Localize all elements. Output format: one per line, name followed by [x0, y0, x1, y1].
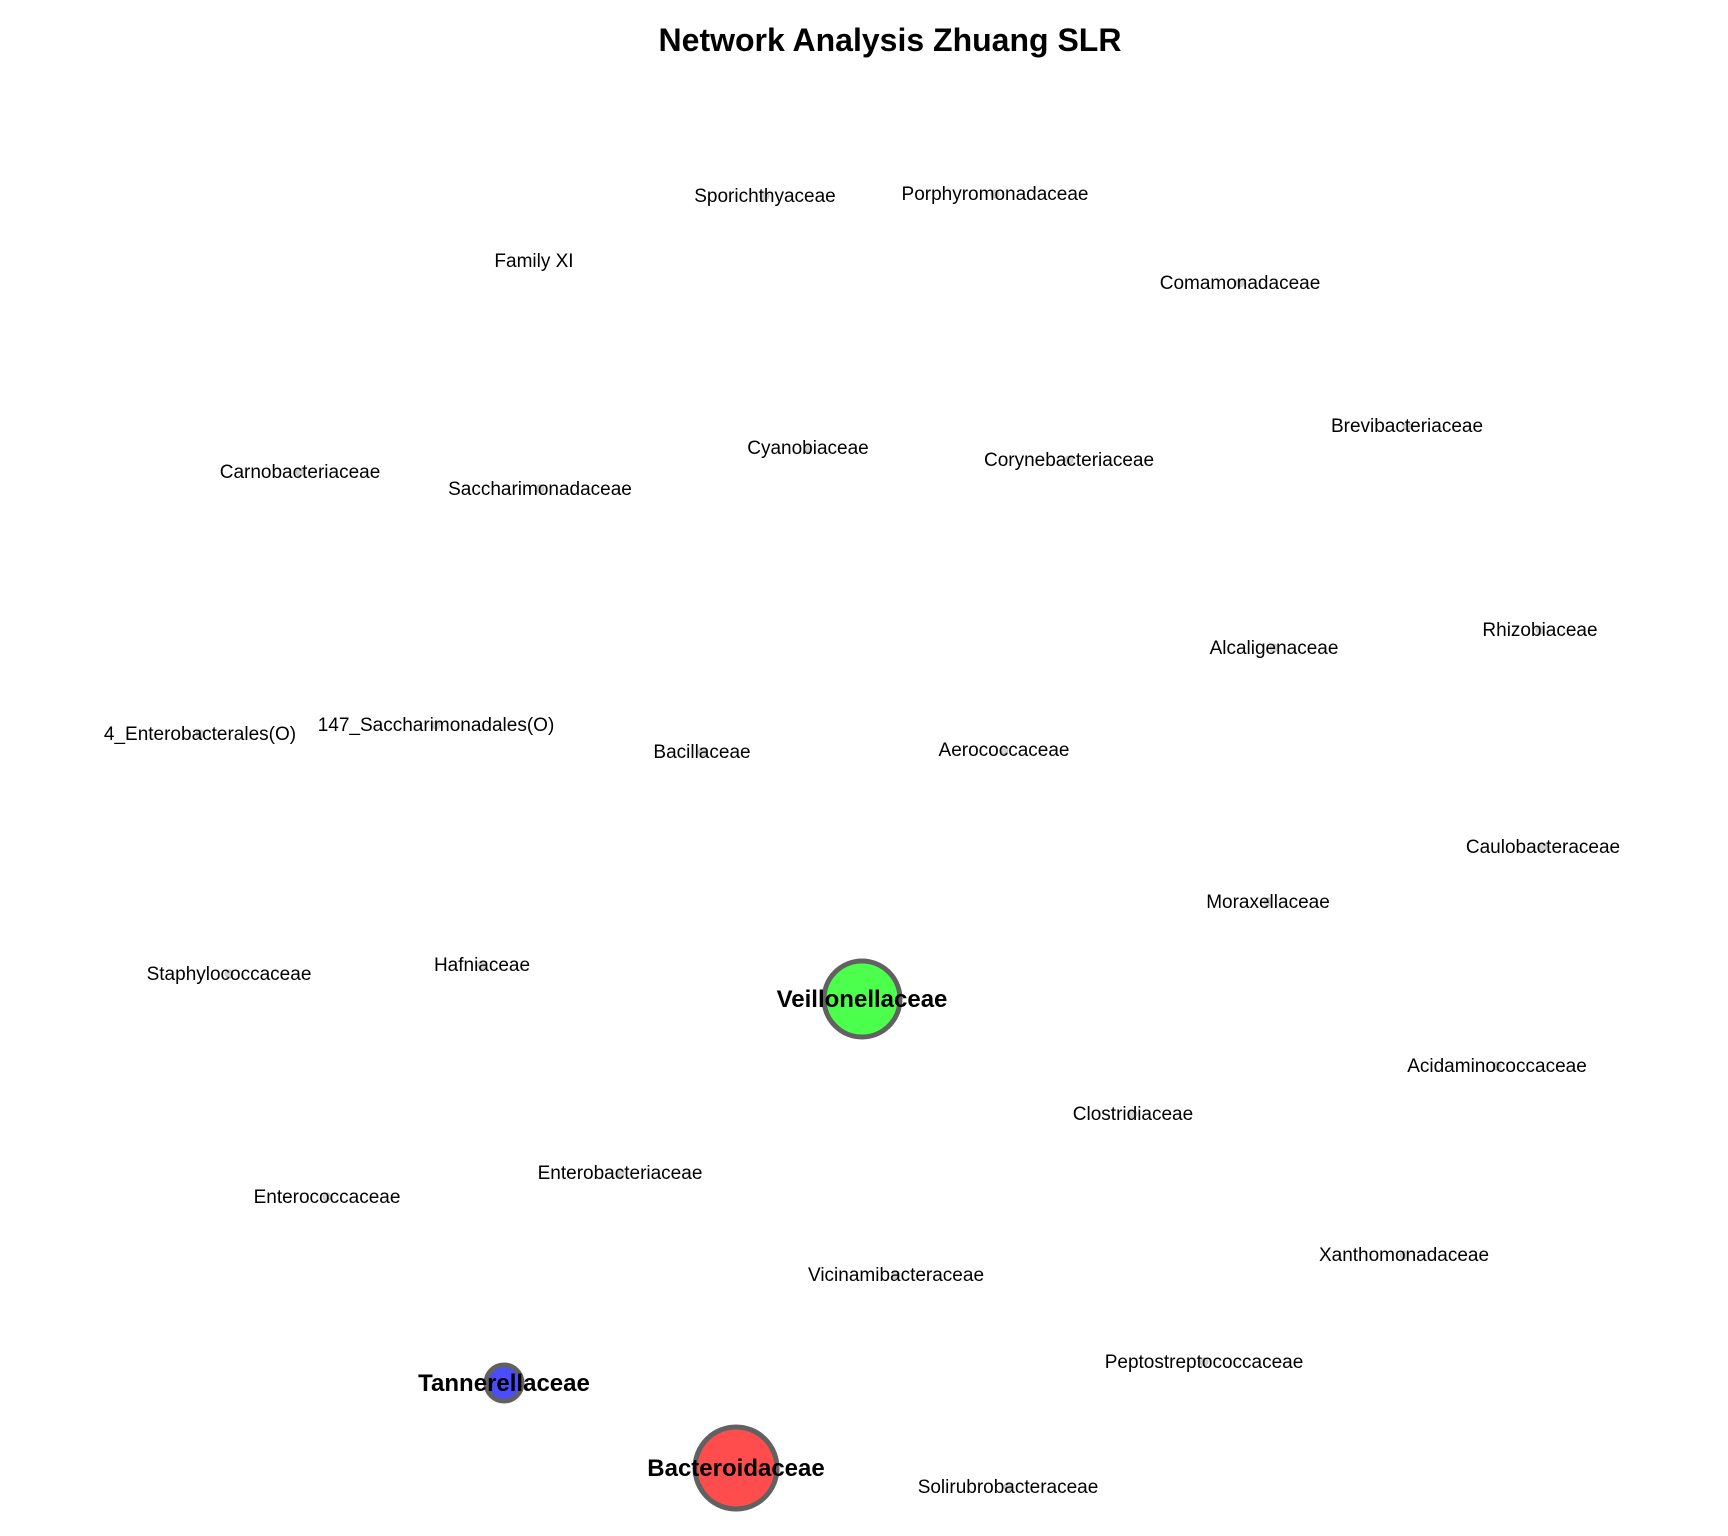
node-sporichthyaceae-label: Sporichthyaceae	[694, 186, 836, 207]
node-carnobacteriaceae-label: Carnobacteriaceae	[220, 462, 381, 483]
node-rhizobiaceae-circle	[1535, 625, 1545, 635]
node-corynebacteriaceae-circle	[1064, 455, 1074, 465]
node-sporichthyaceae-circle	[760, 191, 770, 201]
node-brevibacteriaceae: Brevibacteriaceae	[1331, 416, 1483, 437]
nodes-layer: Sporichthyaceae PorphyromonadaceaeFamily …	[104, 184, 1620, 1512]
node-enterococcaceae-circle	[322, 1192, 332, 1202]
node-aerococcaceae-circle	[999, 745, 1009, 755]
node-acidaminococcaceae-circle	[1492, 1061, 1502, 1071]
node-cyanobiaceae-circle	[803, 443, 813, 453]
node-hafniaceae: Hafniaceae	[434, 955, 530, 976]
node-carnobacteriaceae-circle	[295, 467, 305, 477]
node-saccharimonadaceae: Saccharimonadaceae	[448, 479, 632, 500]
node-bacteroidaceae: Bacteroidaceae	[647, 1424, 825, 1512]
node-porphyromonadaceae-circle	[990, 189, 1000, 199]
node-porphyromonadaceae: Porphyromonadaceae	[902, 184, 1089, 205]
node-bacillaceae-label: Bacillaceae	[653, 742, 750, 763]
node-tannerellaceae-circle	[483, 1362, 525, 1404]
node-moraxellaceae-label: Moraxellaceae	[1206, 892, 1330, 913]
node-acidaminococcaceae-label: Acidaminococcaceae	[1407, 1056, 1587, 1077]
node-hafniaceae-label: Hafniaceae	[434, 955, 530, 976]
node-xanthomonadaceae: Xanthomonadaceae	[1319, 1245, 1489, 1266]
node-aerococcaceae-label: Aerococcaceae	[939, 740, 1070, 761]
node-moraxellaceae: Moraxellaceae	[1206, 892, 1330, 913]
node-brevibacteriaceae-label: Brevibacteriaceae	[1331, 416, 1483, 437]
node-clostridiaceae: Clostridiaceae	[1073, 1104, 1193, 1125]
node-147-saccharimonadales-label: 147_Saccharimonadales(O)	[318, 715, 555, 736]
node-enterobacteriaceae: Enterobacteriaceae	[538, 1163, 703, 1184]
node-rhizobiaceae-label: Rhizobiaceae	[1482, 620, 1597, 641]
node-staphylococcaceae-label: Staphylococcaceae	[147, 964, 312, 985]
node-enterobacteriaceae-circle	[615, 1168, 625, 1178]
node-tannerellaceae-label: Tannerellaceae	[418, 1370, 590, 1397]
node-4-enterobacterales-circle	[195, 729, 205, 739]
node-caulobacteraceae: Caulobacteraceae	[1466, 837, 1620, 858]
node-vicinamibacteraceae: Vicinamibacteraceae	[808, 1265, 984, 1286]
node-moraxellaceae-circle	[1263, 897, 1273, 907]
node-corynebacteriaceae-label: Corynebacteriaceae	[984, 450, 1154, 471]
node-147-saccharimonadales-circle	[431, 720, 441, 730]
node-comamonadaceae-label: Comamonadaceae	[1160, 273, 1321, 294]
node-sporichthyaceae: Sporichthyaceae	[694, 186, 836, 207]
node-enterococcaceae-label: Enterococcaceae	[254, 1187, 401, 1208]
node-rhizobiaceae: Rhizobiaceae	[1482, 620, 1597, 641]
node-bacillaceae-circle	[697, 747, 707, 757]
node-staphylococcaceae-circle	[224, 969, 234, 979]
node-bacteroidaceae-circle	[692, 1424, 780, 1512]
node-veillonellaceae: Veillonellaceae	[777, 958, 948, 1040]
node-saccharimonadaceae-label: Saccharimonadaceae	[448, 479, 632, 500]
node-acidaminococcaceae: Acidaminococcaceae	[1407, 1056, 1587, 1077]
node-clostridiaceae-circle	[1128, 1109, 1138, 1119]
node-alcaligenaceae-circle	[1269, 643, 1279, 653]
node-caulobacteraceae-circle	[1538, 842, 1548, 852]
node-staphylococcaceae: Staphylococcaceae	[147, 964, 312, 985]
node-xanthomonadaceae-label: Xanthomonadaceae	[1319, 1245, 1489, 1266]
node-cyanobiaceae: Cyanobiaceae	[747, 438, 868, 459]
node-4-enterobacterales: 4_Enterobacterales(O)	[104, 724, 296, 745]
node-solirubrobacteraceae-circle	[1003, 1482, 1013, 1492]
node-saccharimonadaceae-circle	[535, 484, 545, 494]
node-enterobacteriaceae-label: Enterobacteriaceae	[538, 1163, 703, 1184]
node-comamonadaceae-circle	[1235, 278, 1245, 288]
node-bacteroidaceae-label: Bacteroidaceae	[647, 1455, 824, 1482]
node-cyanobiaceae-label: Cyanobiaceae	[747, 438, 868, 459]
node-veillonellaceae-circle	[821, 958, 903, 1040]
node-family-xi-label: Family XI	[494, 251, 573, 272]
node-brevibacteriaceae-circle	[1402, 421, 1412, 431]
node-family-xi: Family XI	[494, 251, 573, 272]
node-tannerellaceae: Tannerellaceae	[418, 1362, 590, 1404]
node-veillonellaceae-label: Veillonellaceae	[777, 986, 948, 1013]
node-enterococcaceae: Enterococcaceae	[254, 1187, 401, 1208]
node-peptostreptococcaceae: Peptostreptococcaceae	[1105, 1352, 1304, 1373]
node-147-saccharimonadales: 147_Saccharimonadales(O)	[318, 715, 555, 736]
node-vicinamibacteraceae-label: Vicinamibacteraceae	[808, 1265, 984, 1286]
node-4-enterobacterales-label: 4_Enterobacterales(O)	[104, 724, 296, 745]
node-solirubrobacteraceae: Solirubrobacteraceae	[918, 1477, 1099, 1498]
node-carnobacteriaceae: Carnobacteriaceae	[220, 462, 381, 483]
node-caulobacteraceae-label: Caulobacteraceae	[1466, 837, 1620, 858]
node-peptostreptococcaceae-circle	[1199, 1357, 1209, 1367]
node-aerococcaceae: Aerococcaceae	[939, 740, 1070, 761]
node-alcaligenaceae-label: Alcaligenaceae	[1210, 638, 1339, 659]
diagram-title: Network Analysis Zhuang SLR	[659, 22, 1122, 58]
node-bacillaceae: Bacillaceae	[653, 742, 750, 763]
node-corynebacteriaceae: Corynebacteriaceae	[984, 450, 1154, 471]
node-vicinamibacteraceae-circle	[891, 1270, 901, 1280]
node-solirubrobacteraceae-label: Solirubrobacteraceae	[918, 1477, 1099, 1498]
node-alcaligenaceae: Alcaligenaceae	[1210, 638, 1339, 659]
node-comamonadaceae: Comamonadaceae	[1160, 273, 1321, 294]
node-hafniaceae-circle	[477, 960, 487, 970]
node-clostridiaceae-label: Clostridiaceae	[1073, 1104, 1193, 1125]
node-xanthomonadaceae-circle	[1399, 1250, 1409, 1260]
node-peptostreptococcaceae-label: Peptostreptococcaceae	[1105, 1352, 1304, 1373]
node-porphyromonadaceae-label: Porphyromonadaceae	[902, 184, 1089, 205]
